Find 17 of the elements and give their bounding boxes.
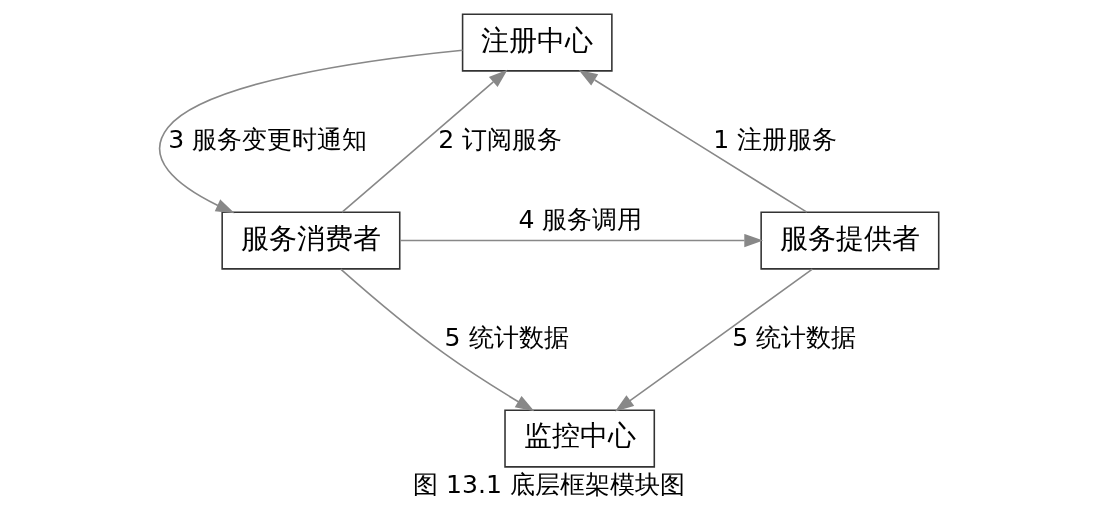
caption: 图 13.1 底层框架模块图: [413, 470, 685, 500]
arrow: [341, 69, 508, 213]
node-box: 注册中心: [461, 13, 613, 72]
edge-label: 2 订阅服务: [438, 124, 563, 154]
edge-label: 3 服务变更时通知: [168, 124, 368, 154]
edge-label: 4 服务调用: [518, 204, 643, 234]
edge-label: 1 注册服务: [713, 124, 838, 154]
node-box: 监控中心: [504, 409, 656, 468]
arrow: [339, 268, 535, 412]
arrow: [615, 268, 814, 412]
edge-label: 5 统计数据: [444, 322, 569, 352]
arrow: [578, 70, 808, 213]
edge-label: 5 统计数据: [732, 322, 857, 352]
arrow: [158, 49, 464, 214]
node-box: 服务提供者: [760, 211, 940, 270]
arrow: [399, 233, 764, 248]
node-box: 服务消费者: [221, 211, 401, 270]
